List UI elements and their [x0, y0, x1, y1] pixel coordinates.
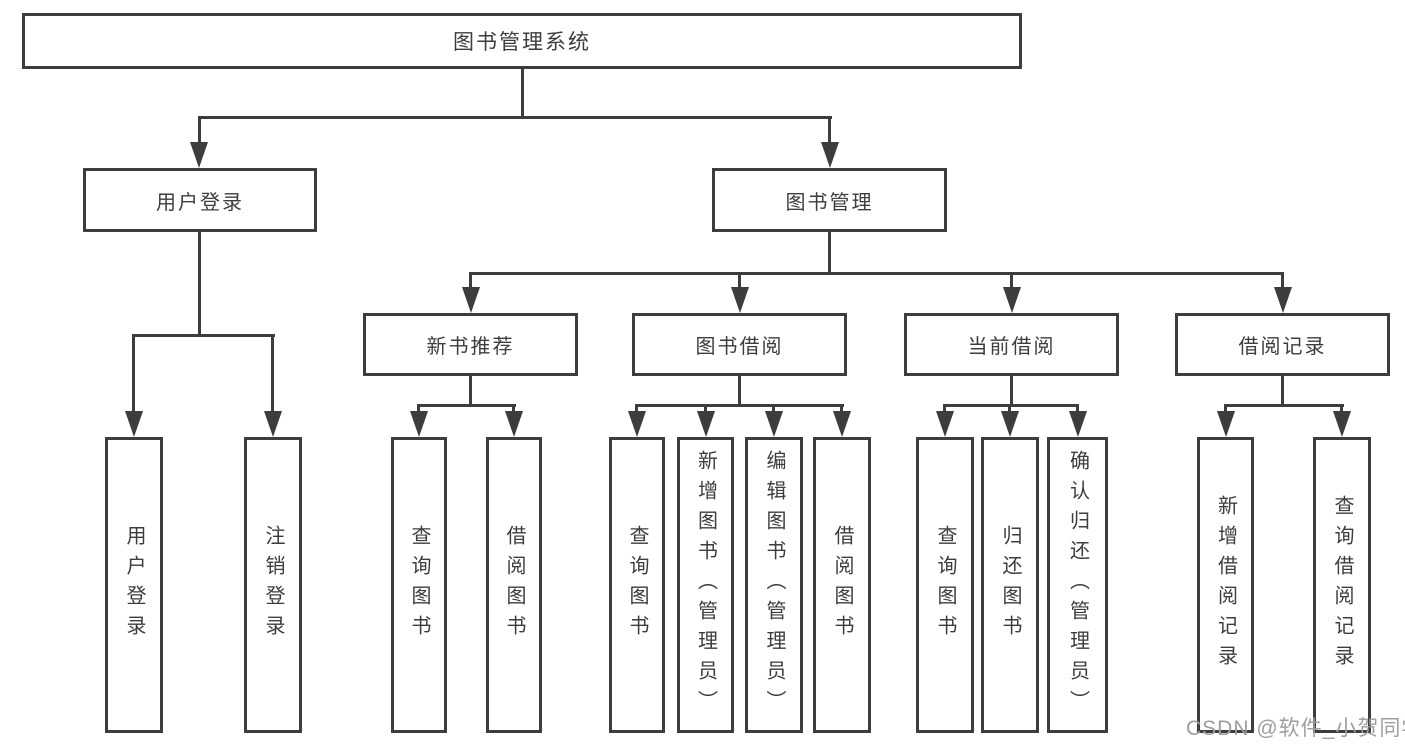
node-label: 查询借阅记录 [1331, 495, 1353, 675]
node-label: 新增图书（管理员） [694, 450, 717, 720]
arrow-down-icon [1001, 411, 1019, 437]
node-current-borrowing: 当前借阅 [904, 313, 1119, 376]
connector-user-login-stem [198, 232, 201, 337]
leaf-confirm-return-admin: 确认归还（管理员） [1047, 437, 1108, 733]
arrow-down-icon [190, 142, 208, 168]
arrow-down-icon [125, 411, 143, 437]
arrow-down-icon [765, 411, 783, 437]
connector-shaft [828, 116, 831, 146]
leaf-return-books: 归还图书 [981, 437, 1039, 733]
leaf-query-books-recommend: 查询图书 [391, 437, 447, 733]
node-label: 当前借阅 [967, 336, 1056, 358]
node-label: 编辑图书（管理员） [763, 450, 785, 720]
node-label: 借阅图书 [503, 525, 525, 645]
node-label: 借阅图书 [831, 525, 853, 645]
node-label: 新增借阅记录 [1214, 495, 1237, 675]
connector-recommend-stem [469, 376, 472, 407]
csdn-watermark: CSDN @软件_小贺同学 [1186, 717, 1405, 740]
node-label: 新书推荐 [426, 336, 515, 358]
arrow-down-icon [264, 411, 282, 437]
leaf-add-borrow-record: 新增借阅记录 [1197, 437, 1254, 733]
arrow-down-icon [628, 411, 646, 437]
connector-book-mgmt-stem [828, 232, 831, 274]
arrow-down-icon [1274, 287, 1292, 313]
arrow-down-icon [821, 142, 839, 168]
arrow-down-icon [1069, 411, 1087, 437]
node-book-management: 图书管理 [712, 168, 947, 232]
arrow-down-icon [410, 411, 428, 437]
node-label: 注销登录 [262, 525, 284, 645]
connector-shaft [132, 334, 135, 414]
arrow-down-icon [936, 411, 954, 437]
connector-current-stem [1010, 376, 1013, 407]
connector-shaft [1010, 272, 1013, 290]
arrow-down-icon [505, 411, 523, 437]
connector-recommend-rail [417, 404, 516, 407]
connector-shaft [469, 272, 472, 290]
arrow-down-icon [1003, 287, 1021, 313]
connector-records-stem [1281, 376, 1284, 407]
connector-borrow-stem [738, 376, 741, 407]
node-label: 图书借阅 [695, 336, 784, 358]
leaf-borrow-books-recommend: 借阅图书 [486, 437, 542, 733]
connector-shaft [738, 272, 741, 290]
connector-root-rail [198, 116, 832, 119]
leaf-edit-books-admin: 编辑图书（管理员） [745, 437, 803, 733]
connector-records-rail [1224, 404, 1344, 407]
node-label: 用户登录 [123, 525, 145, 645]
connector-shaft [198, 116, 201, 146]
arrow-down-icon [1217, 411, 1235, 437]
node-label: 图书管理系统 [453, 31, 591, 54]
leaf-query-books-borrow: 查询图书 [609, 437, 665, 733]
leaf-borrow-books: 借阅图书 [813, 437, 871, 733]
arrow-down-icon [833, 411, 851, 437]
node-user-login: 用户登录 [83, 168, 317, 232]
leaf-logout: 注销登录 [244, 437, 302, 733]
node-label: 图书管理 [785, 191, 874, 214]
node-borrowing-records: 借阅记录 [1175, 313, 1390, 376]
connector-borrow-rail [635, 404, 844, 407]
node-book-borrowing: 图书借阅 [632, 313, 847, 376]
leaf-user-login: 用户登录 [105, 437, 163, 733]
node-new-book-recommendation: 新书推荐 [363, 313, 578, 376]
connector-book-mgmt-rail [469, 272, 1283, 275]
connector-user-login-rail [132, 334, 275, 337]
connector-shaft [1281, 272, 1284, 290]
node-label: 确认归还（管理员） [1066, 450, 1089, 720]
node-library-management-system: 图书管理系统 [22, 13, 1022, 69]
arrow-down-icon [697, 411, 715, 437]
node-label: 用户登录 [156, 191, 244, 214]
node-label: 归还图书 [999, 525, 1021, 645]
connector-shaft [271, 334, 274, 414]
arrow-down-icon [1333, 411, 1351, 437]
leaf-query-books-current: 查询图书 [916, 437, 974, 733]
connector-current-rail [943, 404, 1079, 407]
leaf-query-borrow-record: 查询借阅记录 [1313, 437, 1371, 733]
node-label: 查询图书 [408, 525, 430, 645]
leaf-add-books-admin: 新增图书（管理员） [677, 437, 734, 733]
node-label: 查询图书 [626, 525, 648, 645]
connector-root-stem [521, 69, 524, 118]
node-label: 查询图书 [934, 525, 956, 645]
node-label: 借阅记录 [1238, 336, 1327, 358]
arrow-down-icon [731, 287, 749, 313]
arrow-down-icon [462, 287, 480, 313]
